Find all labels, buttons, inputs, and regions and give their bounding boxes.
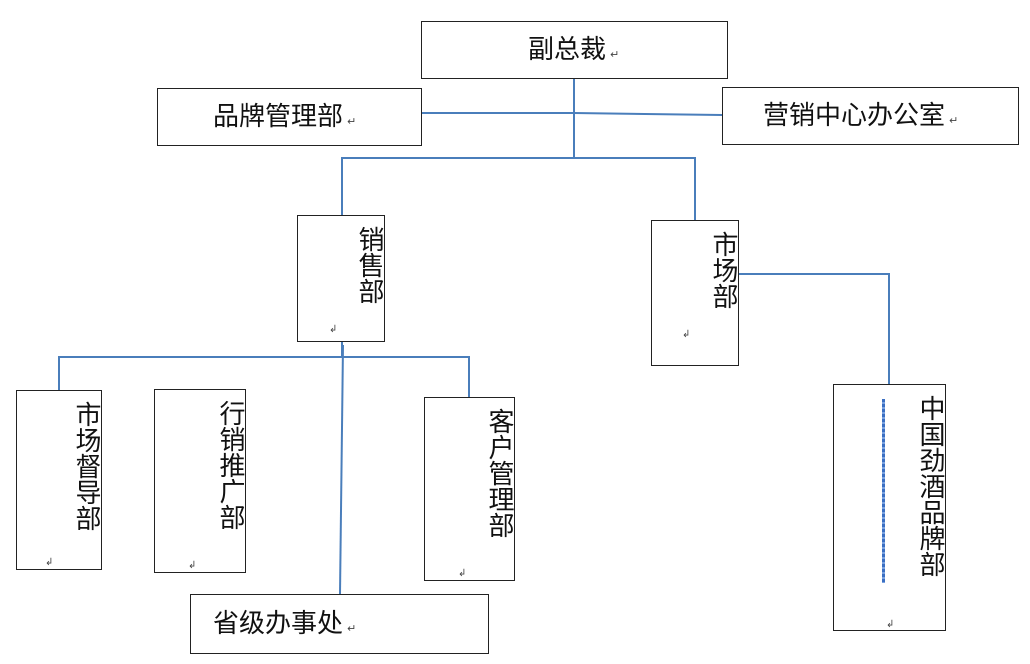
node-brand-management-label: 品牌管理部 [213,102,344,132]
node-provincial-office: 省级办事处↵ [190,594,489,654]
connector-market-to-liquor [739,273,890,384]
node-china-liquor-brand-label: 中国劲酒品牌部 [915,395,945,577]
line-break-mark: ↲ [886,619,895,630]
node-brand-management: 品牌管理部↵ [157,88,422,146]
node-trade-promotion-label: 行销推广部 [215,400,245,530]
node-customer-management-label: 客户管理部 [484,408,514,538]
node-market: 市场部 ↲ [651,220,739,366]
node-vp: 副总裁↵ [421,21,728,79]
paragraph-mark: ↵ [610,48,620,61]
connector-staff-right [573,112,723,116]
paragraph-mark: ↵ [347,115,357,128]
spellcheck-underline [882,399,885,583]
node-provincial-office-label: 省级办事处 [213,609,344,639]
node-market-label: 市场部 [708,231,738,309]
node-market-supervision: 市场督导部 ↲ [16,390,102,570]
paragraph-mark: ↵ [949,114,959,127]
paragraph-mark: ↵ [347,622,357,635]
line-break-mark: ↲ [188,560,197,571]
line-break-mark: ↲ [682,329,691,340]
node-china-liquor-brand: 中国劲酒品牌部 ↲ [833,384,946,631]
connector-vp-to-sales [341,157,574,215]
connector-vp-to-market [574,157,696,220]
node-trade-promotion: 行销推广部 ↲ [154,389,246,573]
node-sales: 销售部 ↲ [297,215,385,342]
line-break-mark: ↲ [45,557,54,568]
node-marketing-center-office-label: 营销中心办公室 [763,101,946,131]
connector-sales-branch [58,356,470,397]
line-break-mark: ↲ [329,324,338,335]
node-customer-management: 客户管理部 ↲ [424,397,515,581]
node-sales-label: 销售部 [354,226,384,304]
line-break-mark: ↲ [458,568,467,579]
node-marketing-center-office: 营销中心办公室↵ [722,87,1019,145]
node-vp-label: 副总裁 [528,35,607,65]
connector-to-provincial [339,344,344,595]
node-market-supervision-label: 市场督导部 [71,401,101,531]
